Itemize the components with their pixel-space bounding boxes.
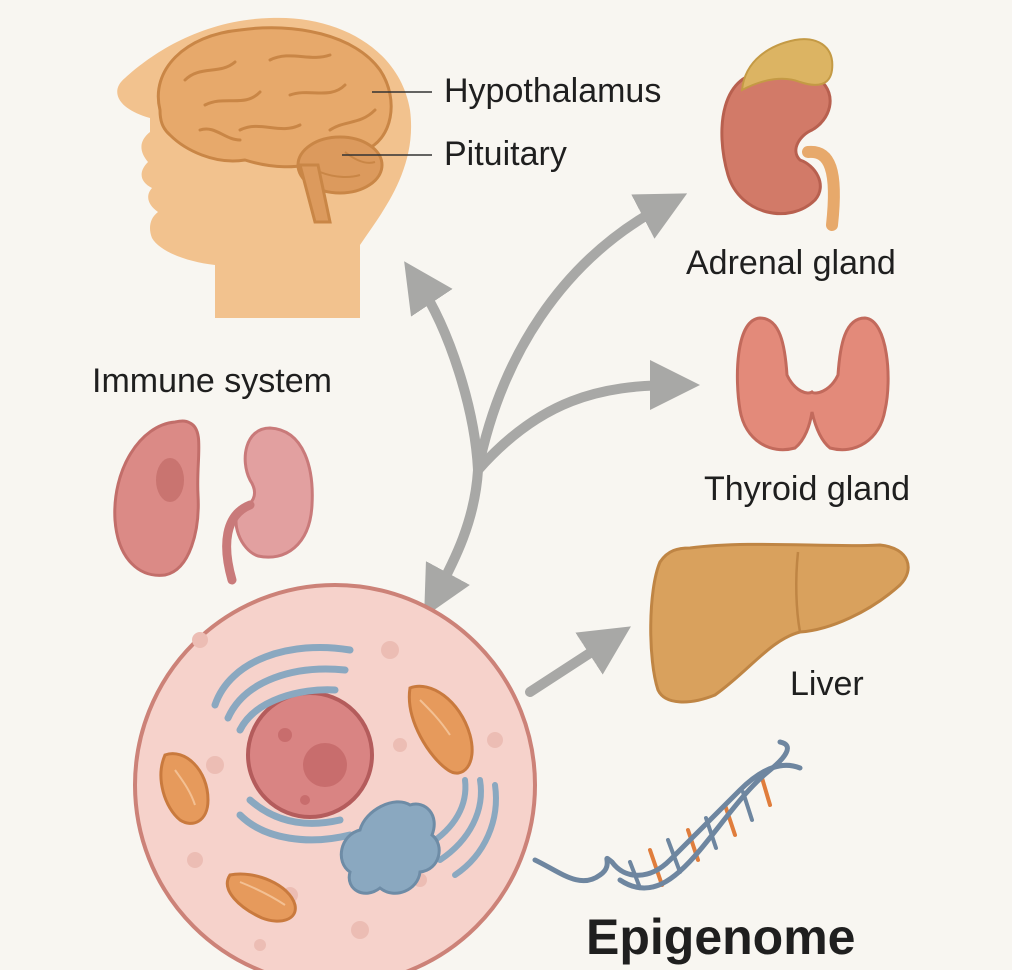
arrow-to-liver bbox=[525, 626, 631, 697]
immune-system-illustration bbox=[113, 419, 314, 585]
arrow-to-adrenal bbox=[473, 193, 688, 475]
nucleus bbox=[246, 691, 374, 819]
dna-helix-icon bbox=[532, 739, 803, 891]
arrow-to-thyroid bbox=[473, 360, 700, 475]
mitochondria bbox=[159, 684, 474, 923]
arrow-to-cell bbox=[424, 465, 483, 617]
label-thyroid-gland: Thyroid gland bbox=[704, 470, 911, 508]
adrenal-gland-illustration bbox=[720, 38, 840, 231]
label-pituitary: Pituitary bbox=[444, 135, 567, 173]
ureter-shape bbox=[802, 145, 840, 231]
folded-organelle bbox=[339, 800, 441, 895]
kidney-shape bbox=[720, 69, 832, 216]
spleen-spot bbox=[156, 458, 184, 502]
label-adrenal-gland: Adrenal gland bbox=[686, 244, 896, 282]
cell-illustration bbox=[133, 583, 537, 970]
label-hypothalamus: Hypothalamus bbox=[444, 72, 662, 110]
adrenal-cap bbox=[740, 38, 834, 92]
liver-illustration bbox=[649, 542, 910, 704]
immune-vessel bbox=[222, 500, 255, 585]
spleen-shape bbox=[113, 419, 201, 577]
label-epigenome: Epigenome bbox=[586, 909, 856, 965]
golgi-apparatus bbox=[211, 644, 354, 844]
brain-icon bbox=[156, 26, 393, 224]
label-immune-system: Immune system bbox=[92, 362, 332, 400]
arrow-to-head bbox=[404, 261, 483, 475]
label-liver: Liver bbox=[790, 665, 864, 703]
thyroid-gland-illustration bbox=[735, 316, 890, 452]
head-illustration bbox=[117, 17, 432, 318]
immune-kidney-shape bbox=[234, 426, 314, 559]
connection-arrows bbox=[404, 193, 700, 697]
